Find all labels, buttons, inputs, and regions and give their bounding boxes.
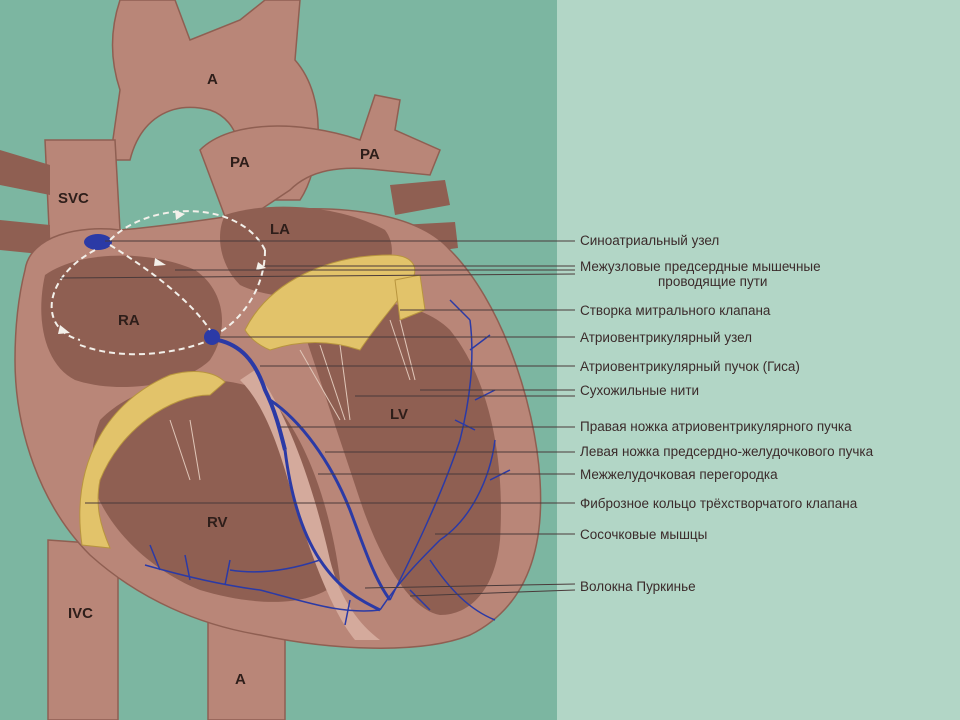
label-his-bundle: Атриовентрикулярный пучок (Гиса) [580,359,800,374]
region-aorta-bottom: A [235,671,246,688]
great-vessels [0,0,458,720]
region-aorta-top: A [207,71,218,88]
region-pa-right: PA [360,146,380,163]
region-ra: RA [118,312,140,329]
pulmonary-vein-left-1 [0,150,50,195]
region-la: LA [270,221,290,238]
pointer-lines [59,240,576,597]
label-papillary: Сосочковые мышцы [580,527,708,542]
region-rv: RV [207,514,228,531]
label-right-branch: Правая ножка атриовентрикулярного пучка [580,419,852,434]
label-mitral-leaflet: Створка митрального клапана [580,303,771,318]
pointer-purkinje-2 [409,589,576,597]
pulmonary-vein-right-1 [390,180,450,215]
region-svc: SVC [58,190,89,207]
conduction-system [50,210,511,626]
chordae-tendineae [169,319,416,481]
region-lv: LV [390,406,408,423]
his-bundle-path [217,338,287,451]
label-internodal-line1: Межузловые предсердные мышечные [580,259,821,274]
background-right-panel [557,0,960,720]
pulmonary-artery [199,94,441,232]
label-chordae: Сухожильные нити [580,383,700,398]
valve-rings [79,254,426,549]
region-ivc: IVC [68,605,93,622]
label-internodal-line2: проводящие пути [658,274,768,289]
left-ventricle-cavity [300,301,501,615]
label-septum: Межжелудочковая перегородка [580,467,778,482]
label-sa-node: Синоатриальный узел [580,233,720,248]
pointer-internodal-3 [59,273,576,279]
label-tricuspid-ring: Фиброзное кольцо трёхстворчатого клапана [580,496,858,511]
pointer-purkinje-1 [364,583,576,589]
label-internodal: Межузловые предсердные мышечные проводящ… [580,259,821,289]
tricuspid-valve-ring [79,371,226,549]
right-atrium-cavity [41,255,222,388]
pathway-arrowheads [58,210,266,334]
interventricular-septum [240,370,380,640]
label-left-branch: Левая ножка предсердно-желудочкового пуч… [580,444,874,459]
internodal-pathways [50,210,266,356]
label-av-node: Атриовентрикулярный узел [580,330,753,345]
left-bundle-branch-path [269,398,392,601]
sinoatrial-node [84,234,112,250]
region-pa-left: PA [230,154,250,171]
region-labels: A PA PA SVC LA RA LV RV IVC A [58,71,408,688]
atrioventricular-node [204,329,220,345]
label-purkinje: Волокна Пуркинье [580,579,696,594]
